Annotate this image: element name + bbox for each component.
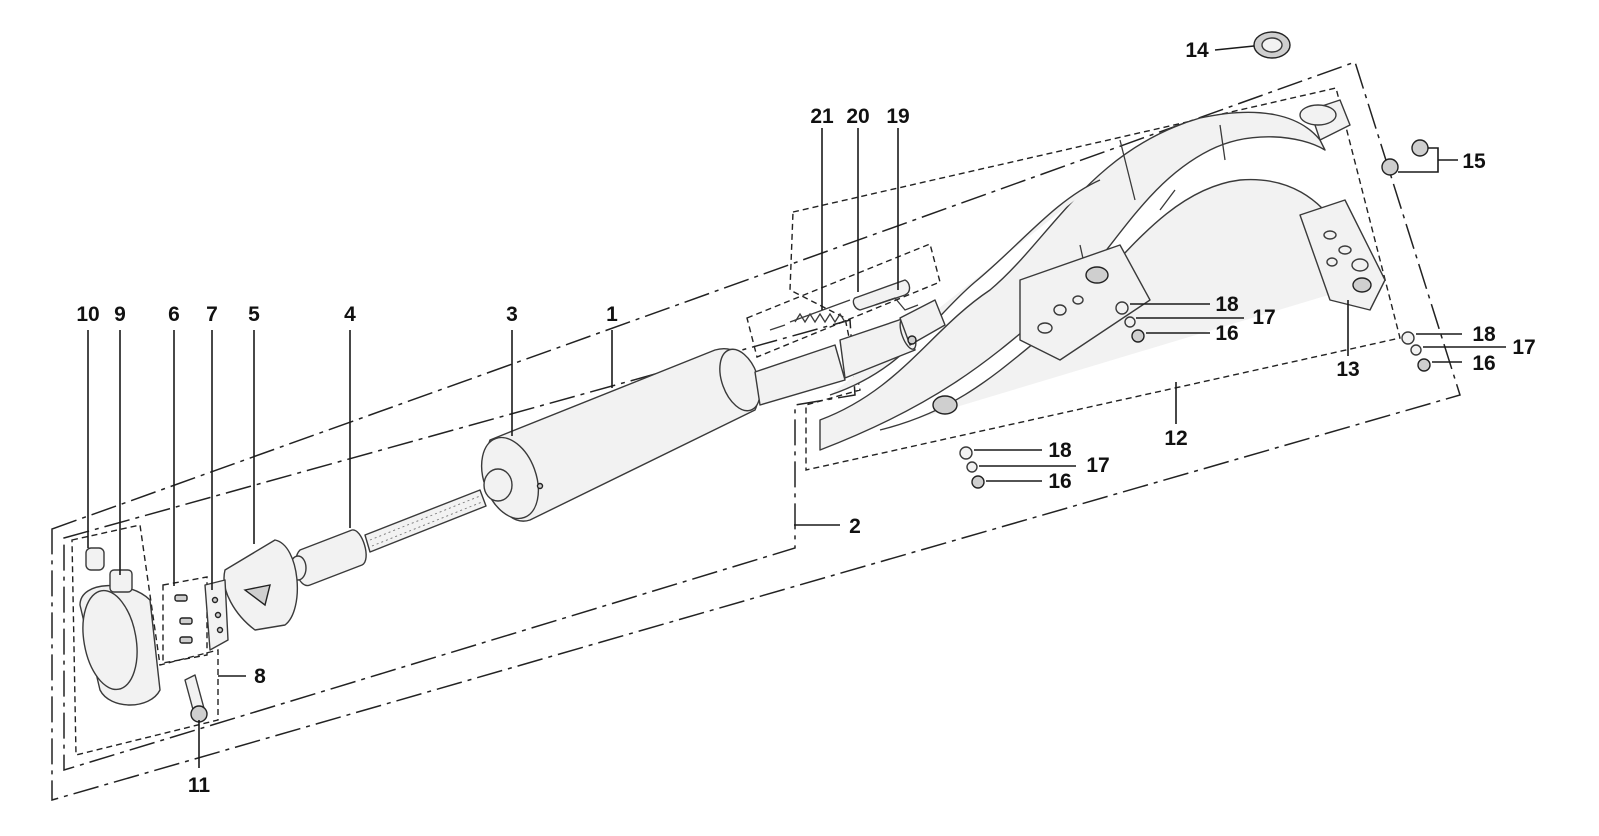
bracket-bolts [174, 594, 193, 644]
lower-heat-shield [932, 244, 1151, 415]
rubber-sleeve [85, 547, 105, 571]
callout-labels: 1 2 3 4 5 6 7 8 9 10 11 12 13 14 15 18 1… [76, 39, 1535, 797]
callout-17a: 17 [1252, 306, 1275, 329]
mounting-clamp [79, 569, 161, 706]
callout-21: 21 [810, 105, 834, 128]
callout-11: 11 [188, 774, 211, 797]
bolts-subgroup-boundary [162, 576, 208, 664]
callout-16b: 16 [1472, 352, 1495, 375]
callout-4: 4 [344, 303, 356, 326]
end-cone [223, 539, 298, 631]
callout-17c: 17 [1086, 454, 1109, 477]
heat-shield [1299, 99, 1386, 311]
callout-18c: 18 [1048, 439, 1072, 462]
header-group-boundary [789, 87, 1401, 471]
callout-6: 6 [168, 303, 180, 326]
callout-2: 2 [849, 515, 861, 538]
callout-9: 9 [114, 303, 126, 326]
callout-16a: 16 [1215, 322, 1238, 345]
fastener-set-c [959, 446, 985, 489]
silencer-group-boundary [63, 319, 856, 772]
flange-nuts [1381, 139, 1429, 176]
callout-16c: 16 [1048, 470, 1071, 493]
callout-7: 7 [206, 303, 218, 326]
callout-15: 15 [1462, 150, 1486, 173]
fastener-set-a [1115, 301, 1145, 343]
callout-5: 5 [248, 303, 260, 326]
muffler-canister [486, 317, 917, 522]
exhaust-gasket [1253, 31, 1291, 59]
callout-19: 19 [886, 105, 909, 128]
callout-3: 3 [506, 303, 518, 326]
leader-lines [87, 45, 1506, 768]
fastener-set-b [1401, 331, 1431, 372]
callout-12: 12 [1164, 427, 1187, 450]
callout-13: 13 [1336, 358, 1359, 381]
callout-14: 14 [1185, 39, 1209, 62]
clamp-bolt [184, 674, 208, 723]
perforated-core [289, 489, 487, 587]
callout-20: 20 [846, 105, 869, 128]
callout-1: 1 [606, 303, 618, 326]
callout-10: 10 [76, 303, 99, 326]
exhaust-spring [769, 299, 851, 331]
spring-clip [874, 297, 919, 311]
outer-assembly-boundary [51, 61, 1461, 801]
callout-18b: 18 [1472, 323, 1496, 346]
callout-17b: 17 [1512, 336, 1535, 359]
bracket-plate [204, 579, 229, 651]
callout-8: 8 [254, 665, 266, 688]
bracket-group-boundary [71, 524, 219, 756]
spring-group-boundary [746, 243, 941, 358]
end-cap [480, 436, 544, 520]
callout-18a: 18 [1215, 293, 1239, 316]
spring-pin [852, 279, 911, 311]
link-pipe [899, 299, 946, 346]
